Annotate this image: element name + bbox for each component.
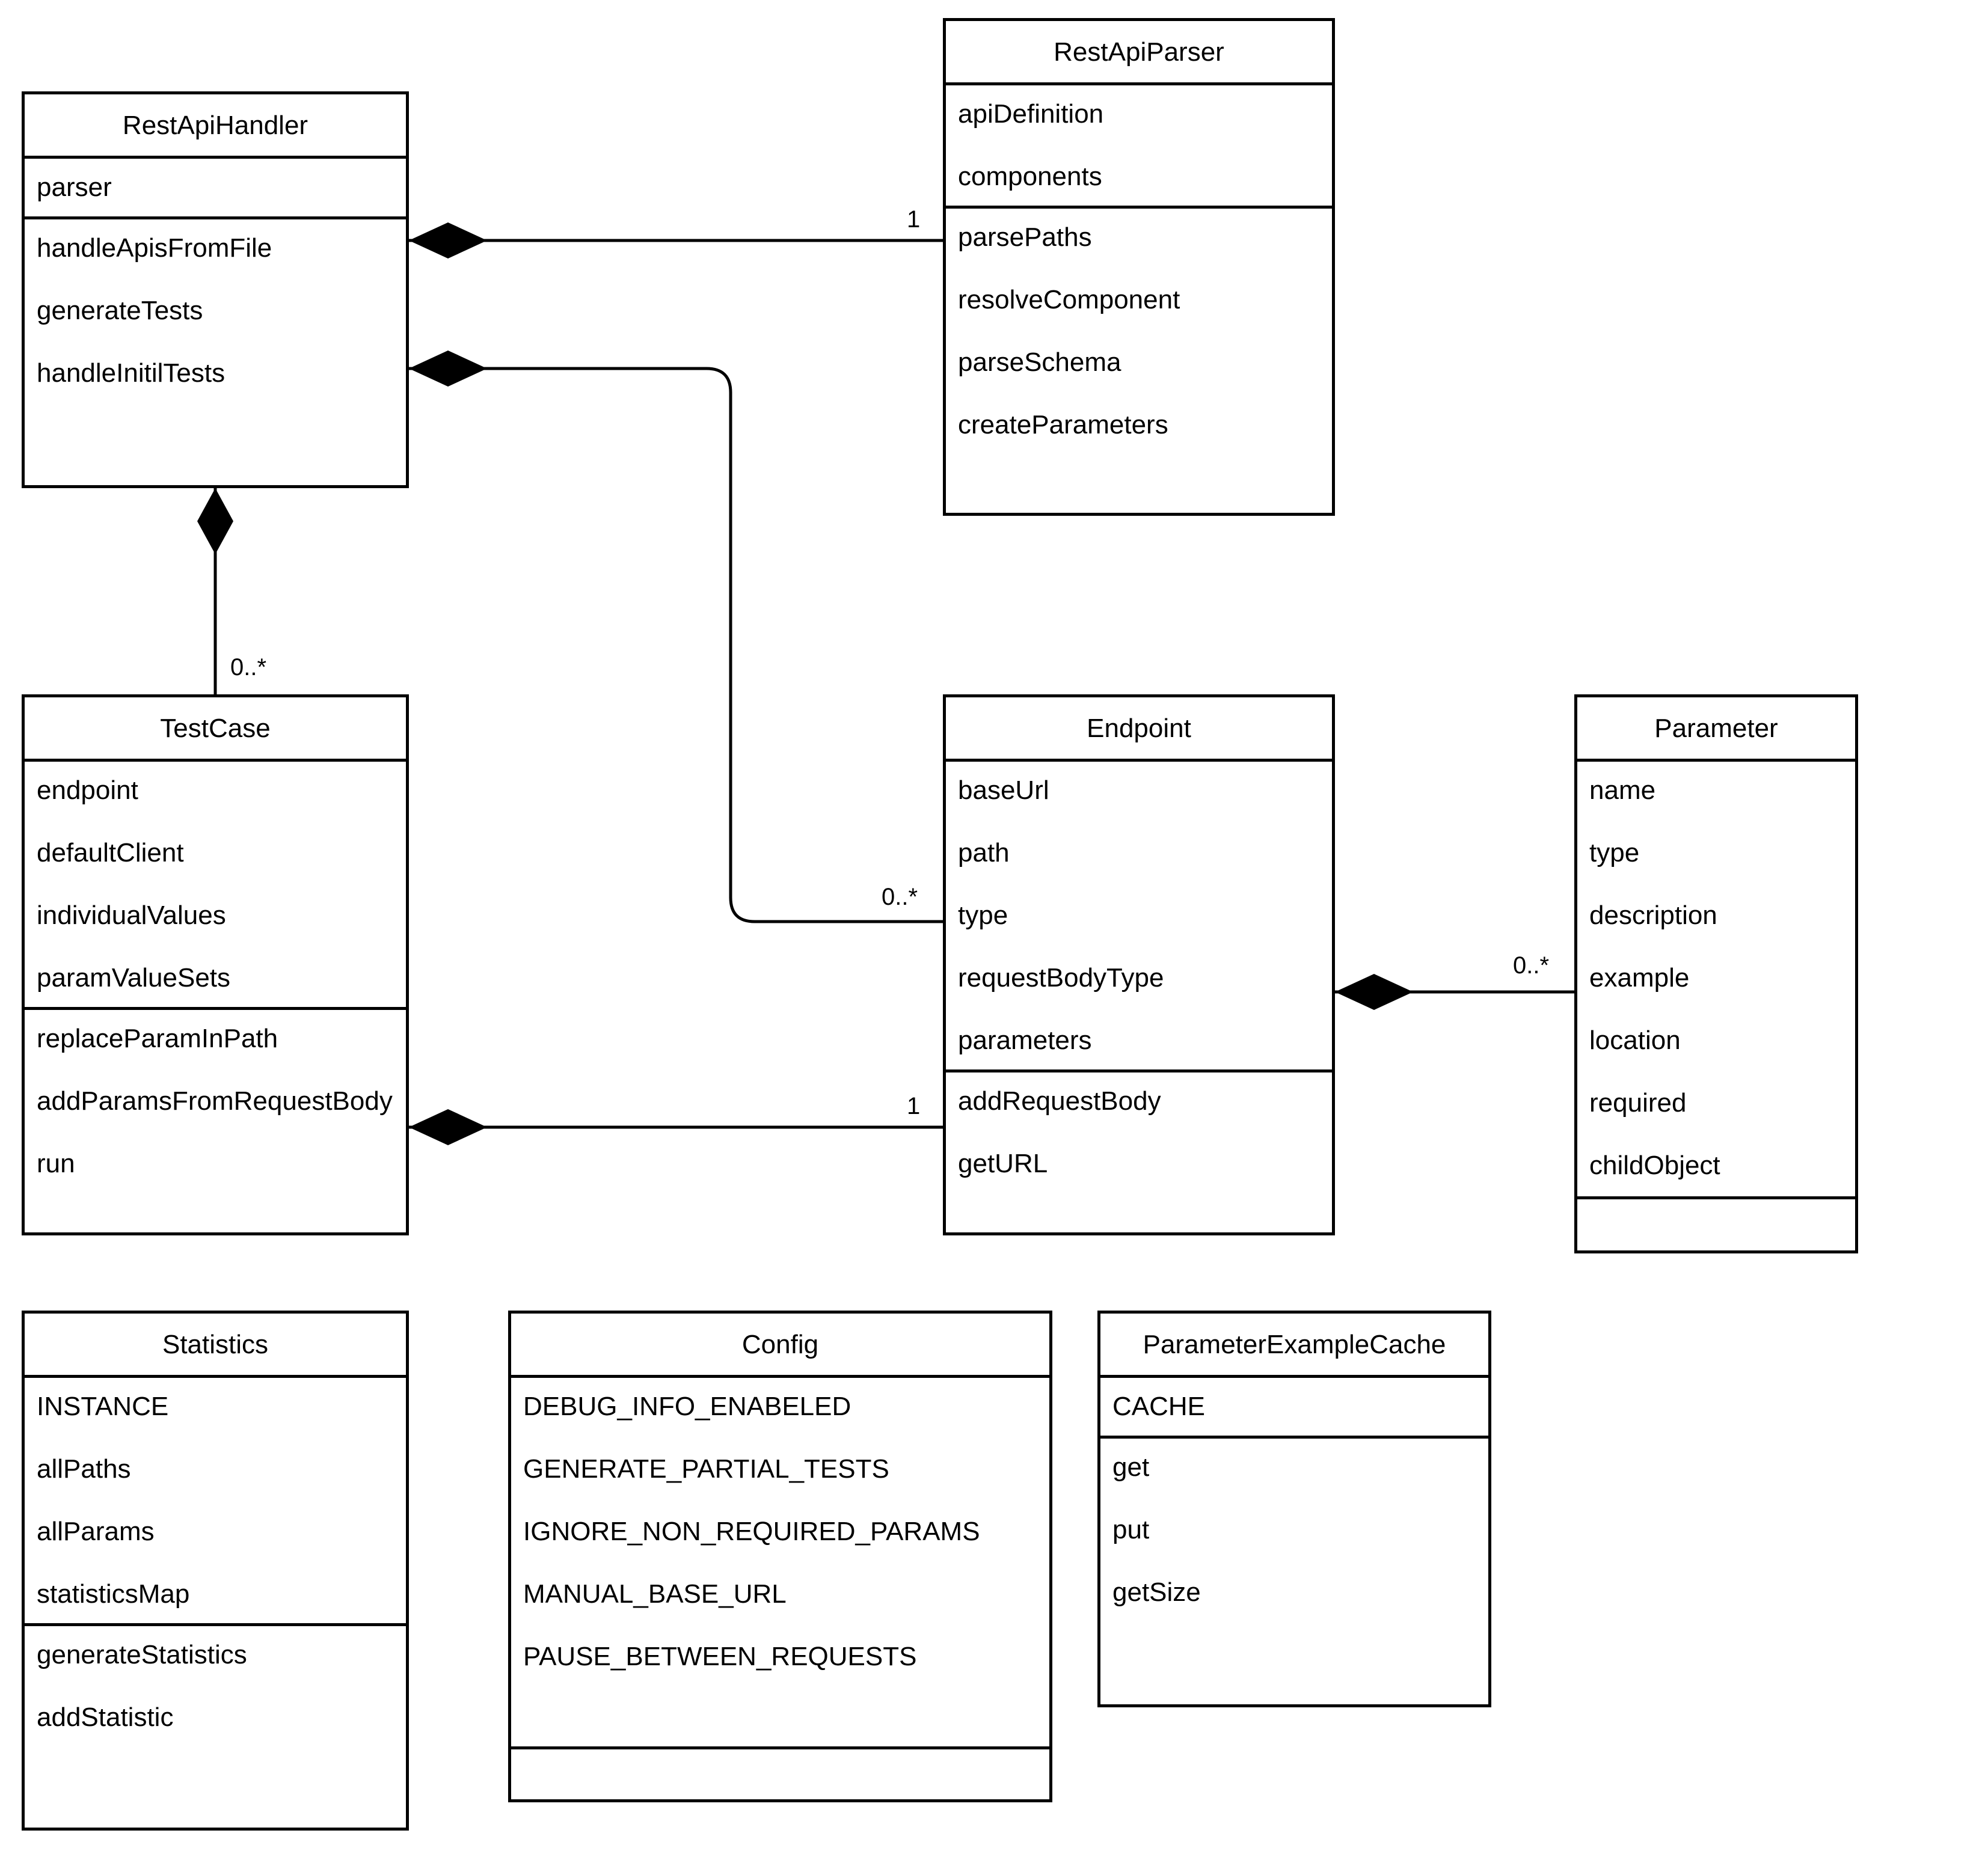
attributes-compartment-parameter-example-cache: CACHE xyxy=(1100,1375,1488,1436)
attributes-compartment-test-case: endpoint defaultClient individualValues … xyxy=(25,759,406,1007)
attribute-item: MANUAL_BASE_URL xyxy=(523,1579,787,1609)
method-item: generateStatistics xyxy=(37,1640,247,1669)
attribute-item: allPaths xyxy=(37,1454,131,1484)
class-name-parameter-example-cache: ParameterExampleCache xyxy=(1143,1330,1446,1359)
attribute-item: type xyxy=(958,901,1008,930)
class-box-endpoint[interactable]: Endpoint baseUrl path type requestBodyTy… xyxy=(943,694,1335,1235)
composition-diamond-testcase-endpoint xyxy=(409,1109,487,1145)
class-name-config: Config xyxy=(741,1330,819,1359)
class-box-test-case[interactable]: TestCase endpoint defaultClient individu… xyxy=(22,694,409,1235)
methods-compartment-rest-api-handler: handleApisFromFile generateTests handleI… xyxy=(25,216,406,485)
method-item: addParamsFromRequestBody xyxy=(37,1086,393,1116)
attribute-item: PAUSE_BETWEEN_REQUESTS xyxy=(523,1642,917,1671)
class-name-rest-api-handler: RestApiHandler xyxy=(122,111,308,140)
composition-diamond-endpoint-parameter xyxy=(1335,974,1413,1010)
attribute-item: path xyxy=(958,838,1010,867)
multiplicity-handler-testcase: 0..* xyxy=(230,654,267,681)
methods-compartment-parameter xyxy=(1577,1196,1855,1250)
method-item: getURL xyxy=(958,1149,1048,1178)
attribute-item: parser xyxy=(37,173,112,202)
methods-compartment-config xyxy=(511,1746,1049,1799)
methods-compartment-rest-api-parser: parsePaths resolveComponent parseSchema … xyxy=(946,206,1332,513)
attribute-item: IGNORE_NON_REQUIRED_PARAMS xyxy=(523,1517,980,1546)
attribute-item: defaultClient xyxy=(37,838,184,867)
multiplicity-handler-parser: 1 xyxy=(907,206,921,233)
method-item: addRequestBody xyxy=(958,1086,1161,1116)
attribute-item: childObject xyxy=(1589,1151,1720,1180)
attribute-item: INSTANCE xyxy=(37,1392,169,1421)
method-item: addStatistic xyxy=(37,1703,174,1732)
attribute-item: endpoint xyxy=(37,776,138,805)
composition-diamond-handler-parser xyxy=(409,222,487,259)
attribute-item: components xyxy=(958,162,1102,191)
attribute-item: CACHE xyxy=(1112,1392,1206,1421)
method-item: get xyxy=(1112,1452,1150,1482)
composition-diamond-handler-testcase xyxy=(197,488,233,554)
class-box-statistics[interactable]: Statistics INSTANCE allPaths allParams s… xyxy=(22,1311,409,1831)
method-item: handleInitilTests xyxy=(37,358,225,388)
method-item: getSize xyxy=(1112,1577,1201,1607)
method-item: resolveComponent xyxy=(958,285,1180,314)
methods-compartment-parameter-example-cache: get put getSize xyxy=(1100,1436,1488,1704)
attributes-compartment-config: DEBUG_INFO_ENABELED GENERATE_PARTIAL_TES… xyxy=(511,1375,1049,1746)
class-name-parameter: Parameter xyxy=(1654,714,1778,743)
edge-handler-testcase xyxy=(197,488,233,694)
class-name-rest-api-parser: RestApiParser xyxy=(1054,37,1224,67)
attributes-compartment-endpoint: baseUrl path type requestBodyType parame… xyxy=(946,759,1332,1069)
composition-diamond-handler-endpoint xyxy=(409,350,487,387)
class-box-config[interactable]: Config DEBUG_INFO_ENABELED GENERATE_PART… xyxy=(508,1311,1052,1802)
method-item: put xyxy=(1112,1515,1150,1544)
method-item: run xyxy=(37,1149,75,1178)
method-item: createParameters xyxy=(958,410,1168,439)
attribute-item: location xyxy=(1589,1026,1681,1055)
attribute-item: DEBUG_INFO_ENABELED xyxy=(523,1392,851,1421)
class-name-endpoint: Endpoint xyxy=(1087,714,1191,743)
edge-testcase-endpoint xyxy=(409,1109,943,1145)
multiplicity-handler-endpoint: 0..* xyxy=(882,884,918,910)
edge-handler-endpoint xyxy=(409,350,943,923)
attribute-item: baseUrl xyxy=(958,776,1049,805)
class-box-rest-api-parser[interactable]: RestApiParser apiDefinition components p… xyxy=(943,18,1335,516)
attribute-item: required xyxy=(1589,1088,1687,1118)
attributes-compartment-rest-api-parser: apiDefinition components xyxy=(946,82,1332,206)
class-name-test-case: TestCase xyxy=(160,714,271,743)
methods-compartment-statistics: generateStatistics addStatistic xyxy=(25,1623,406,1828)
edge-handler-parser xyxy=(409,222,943,259)
attribute-item: GENERATE_PARTIAL_TESTS xyxy=(523,1454,889,1484)
attribute-item: statisticsMap xyxy=(37,1579,190,1609)
attribute-item: example xyxy=(1589,963,1690,993)
class-name-statistics: Statistics xyxy=(162,1330,269,1359)
method-item: replaceParamInPath xyxy=(37,1024,278,1053)
multiplicity-endpoint-parameter: 0..* xyxy=(1513,952,1550,979)
attributes-compartment-rest-api-handler: parser xyxy=(25,156,406,216)
attribute-item: type xyxy=(1589,838,1640,867)
multiplicity-testcase-endpoint: 1 xyxy=(907,1093,921,1119)
methods-compartment-test-case: replaceParamInPath addParamsFromRequestB… xyxy=(25,1007,406,1232)
method-item: generateTests xyxy=(37,296,203,325)
attribute-item: name xyxy=(1589,776,1656,805)
method-item: parseSchema xyxy=(958,347,1121,377)
class-box-parameter-example-cache[interactable]: ParameterExampleCache CACHE get put getS… xyxy=(1097,1311,1491,1707)
attribute-item: requestBodyType xyxy=(958,963,1164,993)
class-box-parameter[interactable]: Parameter name type description example … xyxy=(1574,694,1858,1253)
attributes-compartment-statistics: INSTANCE allPaths allParams statisticsMa… xyxy=(25,1375,406,1623)
method-item: handleApisFromFile xyxy=(37,233,272,263)
class-box-rest-api-handler[interactable]: RestApiHandler parser handleApisFromFile… xyxy=(22,91,409,488)
attribute-item: description xyxy=(1589,901,1717,930)
attribute-item: paramValueSets xyxy=(37,963,231,993)
attribute-item: parameters xyxy=(958,1026,1092,1055)
method-item: parsePaths xyxy=(958,222,1092,252)
attributes-compartment-parameter: name type description example location r… xyxy=(1577,759,1855,1196)
attribute-item: allParams xyxy=(37,1517,155,1546)
attribute-item: individualValues xyxy=(37,901,226,930)
attribute-item: apiDefinition xyxy=(958,99,1104,129)
methods-compartment-endpoint: addRequestBody getURL xyxy=(946,1069,1332,1232)
edge-endpoint-parameter xyxy=(1335,974,1574,1010)
